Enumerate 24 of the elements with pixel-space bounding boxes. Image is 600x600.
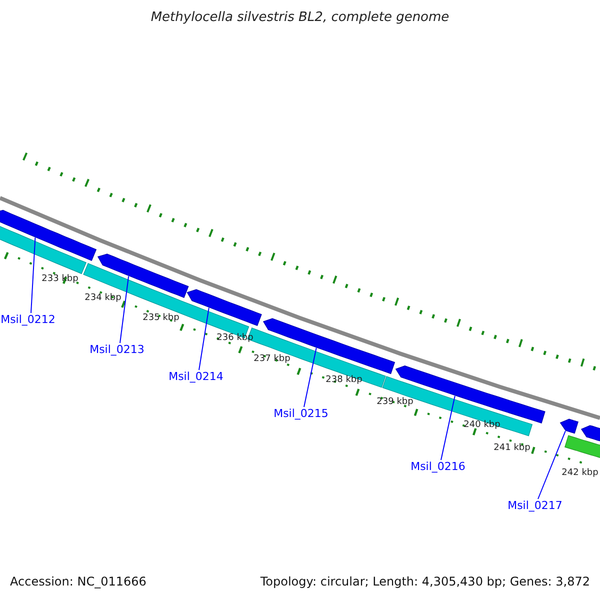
gene-label: Msil_0213 bbox=[90, 344, 144, 356]
tick-label: 234 kbp bbox=[84, 294, 122, 304]
gene-label: Msil_0216 bbox=[410, 460, 466, 474]
tick-label: 242 kbp bbox=[562, 469, 598, 479]
tick-label: 239 kbp bbox=[376, 398, 414, 408]
gene-feature bbox=[186, 289, 262, 326]
leader-line bbox=[440, 395, 456, 460]
tick-label: 241 kbp bbox=[494, 444, 530, 454]
gene-label: Msil_0217 bbox=[508, 500, 562, 512]
genome-summary-text: Topology: circular; Length: 4,305,430 bp; Genes: 3,872 bbox=[260, 575, 590, 589]
leader-line bbox=[538, 430, 566, 500]
gene-feature bbox=[0, 210, 97, 261]
title: Methylocella silvestris BL2, complete genome bbox=[150, 10, 450, 26]
tick-label: 235 kbp bbox=[142, 314, 180, 324]
gene-label: Msil_0215 bbox=[274, 408, 328, 420]
gene-feature bbox=[560, 418, 578, 434]
leader-line bbox=[198, 307, 210, 370]
accession-text: Accession: NC_011666 bbox=[10, 575, 146, 589]
leader-line bbox=[120, 276, 130, 344]
gene-label: Msil_0214 bbox=[168, 370, 224, 384]
tick-label: 238 kbp bbox=[326, 376, 362, 386]
tick-label: 237 kbp bbox=[254, 355, 290, 365]
leader-line bbox=[30, 237, 36, 314]
gene-label: Msil_0212 bbox=[0, 314, 56, 326]
